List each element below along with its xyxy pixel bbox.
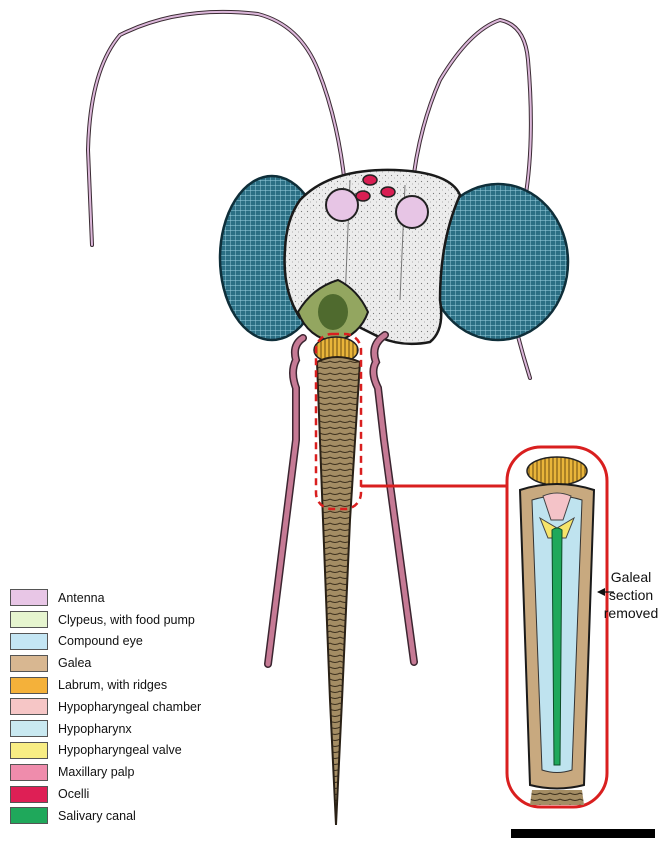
legend-label: Galea	[58, 656, 92, 671]
legend-item-hypopharyngeal-valve: Hypopharyngeal valve	[10, 740, 201, 762]
callout-line-3: removed	[603, 605, 659, 621]
legend-item-clypeus: Clypeus, with food pump	[10, 609, 201, 631]
legend-label: Hypopharyngeal chamber	[58, 699, 202, 714]
legend-item-salivary-canal: Salivary canal	[10, 805, 201, 827]
legend-item-antenna: Antenna	[10, 587, 201, 609]
legend-swatch	[10, 698, 48, 716]
legend-item-hypopharyngeal-chamber: Hypopharyngeal chamber	[10, 696, 201, 718]
ocellus-2	[355, 190, 371, 202]
legend-label: Hypopharyngeal valve	[58, 743, 182, 758]
antenna-left	[85, 9, 347, 247]
legend: Antenna Clypeus, with food pump Compound…	[10, 587, 201, 827]
legend-swatch	[10, 785, 48, 803]
legend-label: Clypeus, with food pump	[58, 612, 195, 627]
legend-item-hypopharynx: Hypopharynx	[10, 718, 201, 740]
legend-item-galea: Galea	[10, 652, 201, 674]
legend-label: Ocelli	[58, 787, 90, 802]
legend-swatch	[10, 720, 48, 738]
legend-item-labrum: Labrum, with ridges	[10, 674, 201, 696]
galea-proboscis	[315, 356, 362, 826]
legend-swatch	[10, 807, 48, 825]
legend-item-ocelli: Ocelli	[10, 783, 201, 805]
galeal-section-callout: Galeal section removed	[596, 568, 666, 622]
antennal-socket-left	[325, 188, 359, 222]
scale-bar	[511, 829, 655, 838]
legend-item-maxillary-palp: Maxillary palp	[10, 761, 201, 783]
legend-label: Antenna	[58, 590, 105, 605]
legend-label: Labrum, with ridges	[58, 678, 168, 693]
legend-label: Compound eye	[58, 634, 143, 649]
callout-line-2: section	[608, 587, 654, 603]
legend-swatch	[10, 741, 48, 759]
legend-label: Hypopharynx	[58, 721, 132, 736]
legend-swatch	[10, 589, 48, 607]
legend-label: Salivary canal	[58, 808, 136, 823]
callout-line-1: Galeal	[610, 569, 652, 585]
legend-swatch	[10, 632, 48, 650]
ocellus-1	[362, 174, 378, 186]
inset-galeal-section	[518, 456, 596, 805]
highlight-box	[314, 332, 363, 511]
legend-label: Maxillary palp	[58, 765, 135, 780]
ocellus-3	[380, 186, 396, 198]
legend-item-compound-eye: Compound eye	[10, 631, 201, 653]
legend-swatch	[10, 676, 48, 694]
antennal-socket-right	[395, 195, 429, 229]
legend-swatch	[10, 654, 48, 672]
legend-swatch	[10, 763, 48, 781]
legend-swatch	[10, 611, 48, 629]
